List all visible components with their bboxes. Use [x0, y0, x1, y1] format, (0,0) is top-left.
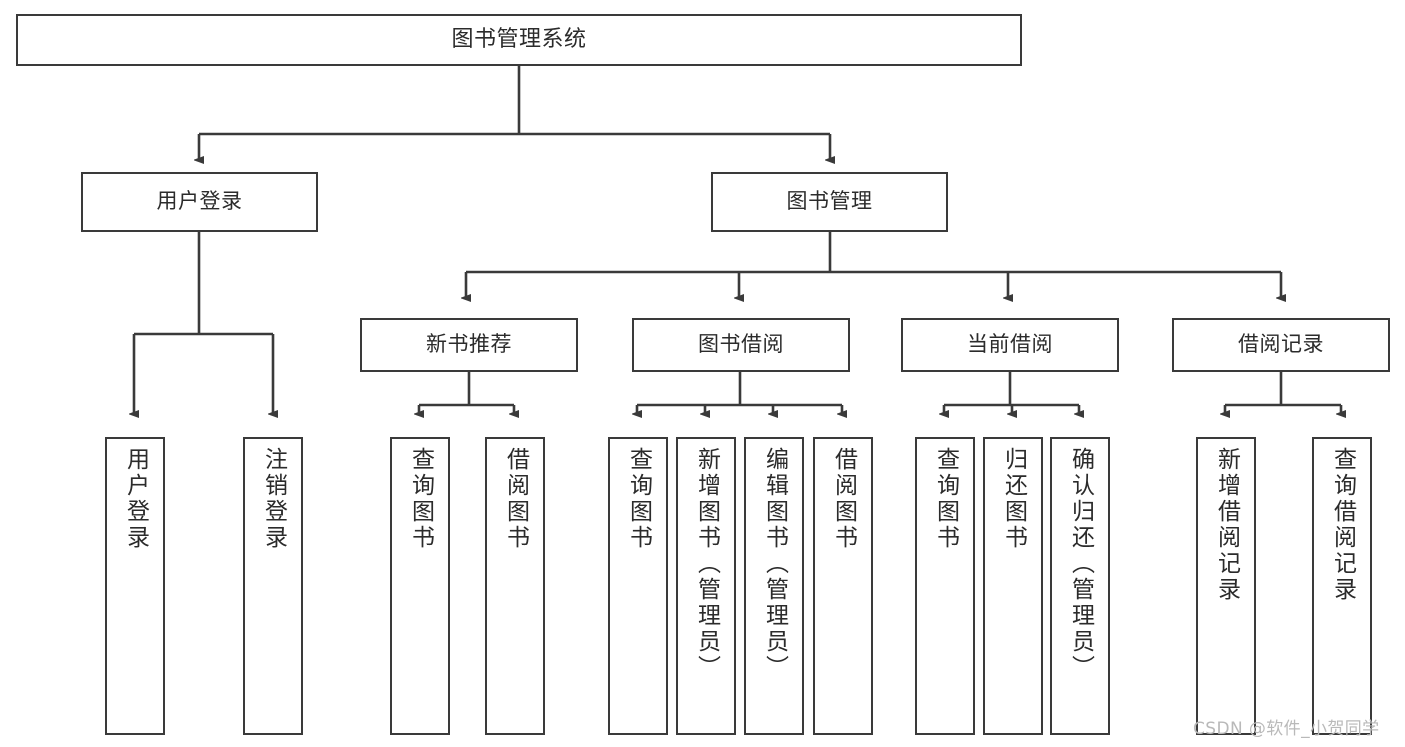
leaf-user-logout[interactable]: 注销登录 [243, 437, 303, 735]
node-book-management[interactable]: 图书管理 [711, 172, 948, 232]
node-label: 查询借阅记录 [1329, 447, 1356, 603]
node-label: 借阅图书 [830, 447, 857, 551]
node-label: 用户登录 [156, 189, 243, 214]
node-label: 图书管理 [786, 189, 873, 214]
node-root-system[interactable]: 图书管理系统 [16, 14, 1022, 66]
csdn-watermark: CSDN @软件_小贺同学 [1193, 719, 1380, 739]
node-label: 图书借阅 [698, 332, 784, 357]
node-label: 查询图书 [407, 447, 434, 551]
leaf-recommend-borrow-book[interactable]: 借阅图书 [485, 437, 545, 735]
node-label: 查询图书 [932, 447, 959, 551]
node-label: 新增借阅记录 [1213, 447, 1240, 603]
node-label: 借阅图书 [502, 447, 529, 551]
leaf-recommend-query-book[interactable]: 查询图书 [390, 437, 450, 735]
leaf-borrow-borrow-book[interactable]: 借阅图书 [813, 437, 873, 735]
node-label: 新增图书（管理员） [693, 447, 720, 681]
leaf-borrow-query-book[interactable]: 查询图书 [608, 437, 668, 735]
node-label: 归还图书 [1000, 447, 1027, 551]
leaf-record-add[interactable]: 新增借阅记录 [1196, 437, 1256, 735]
leaf-record-query[interactable]: 查询借阅记录 [1312, 437, 1372, 735]
node-label: 确认归还（管理员） [1067, 447, 1094, 681]
leaf-user-login[interactable]: 用户登录 [105, 437, 165, 735]
leaf-borrow-add-book[interactable]: 新增图书（管理员） [676, 437, 736, 735]
node-current-borrow[interactable]: 当前借阅 [901, 318, 1119, 372]
node-user-login[interactable]: 用户登录 [81, 172, 318, 232]
leaf-current-return-book[interactable]: 归还图书 [983, 437, 1043, 735]
node-label: 新书推荐 [426, 332, 512, 357]
leaf-current-confirm-return[interactable]: 确认归还（管理员） [1050, 437, 1110, 735]
node-new-book-recommend[interactable]: 新书推荐 [360, 318, 578, 372]
node-borrow-record[interactable]: 借阅记录 [1172, 318, 1390, 372]
leaf-borrow-edit-book[interactable]: 编辑图书（管理员） [744, 437, 804, 735]
leaf-current-query-book[interactable]: 查询图书 [915, 437, 975, 735]
node-label: 注销登录 [260, 447, 287, 551]
node-book-borrow[interactable]: 图书借阅 [632, 318, 850, 372]
node-label: 当前借阅 [967, 332, 1053, 357]
node-label: 查询图书 [625, 447, 652, 551]
node-label: 图书管理系统 [451, 26, 587, 52]
node-label: 编辑图书（管理员） [761, 447, 788, 681]
node-label: 用户登录 [122, 447, 149, 551]
node-label: 借阅记录 [1238, 332, 1324, 357]
